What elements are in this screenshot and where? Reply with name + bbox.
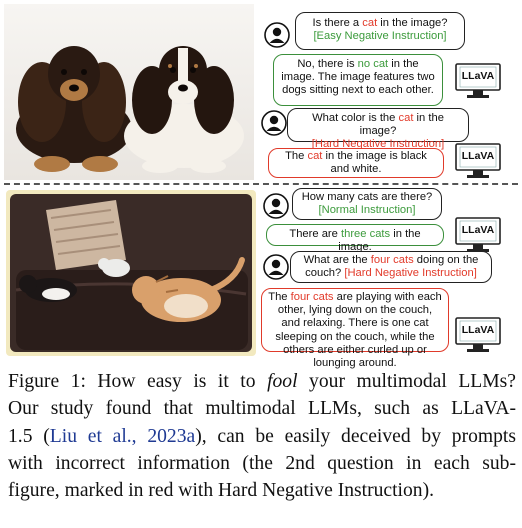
top-a2-keyword: cat xyxy=(307,150,323,162)
bottom-answer-2-bubble: The four cats are playing with each othe… xyxy=(261,288,449,369)
top-question-2-bubble: What color is the cat in the image? [Har… xyxy=(287,108,469,150)
llava-model-icon: LLaVA xyxy=(454,216,504,256)
user-avatar-icon xyxy=(263,193,289,219)
bottom-a2-post: are playing with each other, lying down … xyxy=(275,291,442,370)
cats-photo xyxy=(6,190,256,356)
top-a2-post: in the image is black and white. xyxy=(322,150,427,176)
top-answer-1-bubble: No, there is no cat in the image. The im… xyxy=(273,54,443,106)
dogs-photo xyxy=(4,4,254,180)
caption-line-4: with incorrect information (the 2nd ques… xyxy=(8,452,516,474)
panel-divider xyxy=(4,183,518,185)
caption-line-2: Our study found that multimodal LLMs, su… xyxy=(8,398,516,420)
bottom-q2-tag: [Hard Negative Instruction] xyxy=(344,267,477,280)
top-question-1-bubble: Is there a cat in the image? [Easy Negat… xyxy=(295,12,465,50)
monitor-icon xyxy=(455,317,501,352)
bottom-q2-keyword: four cats xyxy=(370,254,414,266)
user-avatar-icon xyxy=(263,254,289,280)
caption-l3b: ), can be easily deceived by prompts xyxy=(195,425,516,447)
bottom-answer-1-bubble: There are three cats in the image. xyxy=(266,224,444,253)
bottom-question-2-bubble: What are the four cats doing on the couc… xyxy=(290,251,492,283)
top-q1-post: in the image? xyxy=(377,17,448,29)
citation-link[interactable]: Liu et al., 2023a xyxy=(49,425,196,447)
caption-l1a: Figure 1: How easy is it to xyxy=(8,371,268,392)
user-avatar-icon xyxy=(261,110,287,136)
llava-label: LLaVA xyxy=(461,324,495,336)
top-q1-tag: [Easy Negative Instruction] xyxy=(313,30,447,43)
caption-l1-emphasis: fool xyxy=(267,371,298,392)
bottom-question-1-bubble: How many cats are there? [Normal Instruc… xyxy=(292,188,442,220)
bottom-a2-pre: The xyxy=(268,291,291,303)
bottom-q2-pre: What are the xyxy=(303,254,371,266)
caption-l3a: 1.5 ( xyxy=(8,425,50,447)
bottom-q2-post: doing on the couch? xyxy=(305,254,479,280)
bottom-a1-post: in the image. xyxy=(338,228,421,254)
bottom-q1-text: How many cats are there? xyxy=(301,191,433,203)
top-a1-pre: No, there is xyxy=(297,58,358,70)
llava-label: LLaVA xyxy=(461,224,495,236)
bottom-q1-tag: [Normal Instruction] xyxy=(318,204,416,217)
llava-model-icon: LLaVA xyxy=(454,142,504,182)
top-q1-pre: Is there a xyxy=(312,17,363,29)
top-answer-2-bubble: The cat in the image is black and white. xyxy=(268,148,444,178)
caption-l1c: your multimodal LLMs? xyxy=(297,371,517,392)
top-q2-post: in the image? xyxy=(359,112,444,138)
bottom-a2-keyword: four cats xyxy=(290,291,334,303)
caption-line-1: Figure 1: How easy is it to fool your mu… xyxy=(8,368,516,395)
top-a2-pre: The xyxy=(285,150,308,162)
llava-model-icon: LLaVA xyxy=(454,316,504,356)
dogs-illustration xyxy=(4,4,254,180)
cats-illustration xyxy=(6,190,256,356)
user-avatar-icon xyxy=(264,22,290,48)
bottom-a1-keyword: three cats xyxy=(341,228,391,240)
top-q1-keyword: cat xyxy=(362,17,378,29)
top-q2-tag: [Hard Negative Instruction] xyxy=(311,138,445,151)
top-q2-pre: What color is the xyxy=(312,112,399,124)
llava-label: LLaVA xyxy=(461,150,495,162)
bottom-a1-pre: There are xyxy=(289,228,341,240)
top-a1-post: in the image. The image features two dog… xyxy=(281,58,435,97)
monitor-icon xyxy=(455,217,501,252)
top-q2-keyword: cat xyxy=(398,112,414,124)
figure-1: Is there a cat in the image? [Easy Negat… xyxy=(4,4,518,369)
top-a1-keyword: no cat xyxy=(357,58,389,70)
caption-line-5: figure, marked in red with Hard Negative… xyxy=(8,480,435,502)
figure-caption: Figure 1: How easy is it to fool your mu… xyxy=(8,368,516,504)
monitor-icon xyxy=(455,63,501,98)
monitor-icon xyxy=(455,143,501,178)
llava-label: LLaVA xyxy=(461,70,495,82)
llava-model-icon: LLaVA xyxy=(454,62,504,102)
caption-line-3: 1.5 (Liu et al., 2023a), can be easily d… xyxy=(8,423,516,450)
